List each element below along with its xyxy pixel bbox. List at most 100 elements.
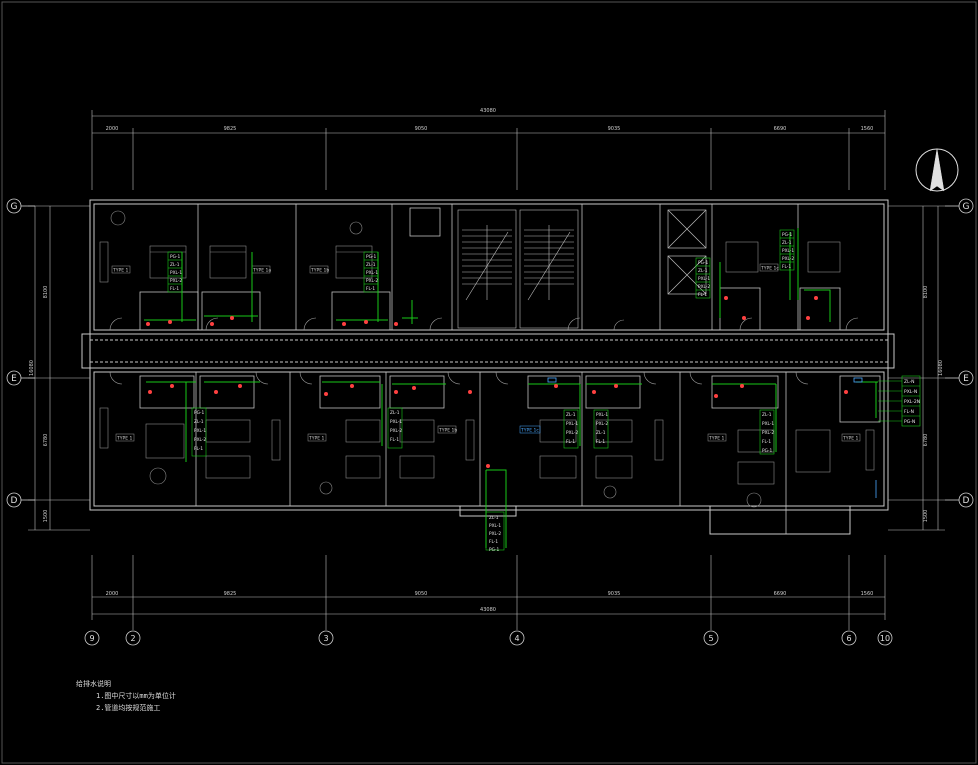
dim-bottom-seg: 2000 bbox=[106, 591, 119, 597]
notes-line: 1.图中尺寸以mm为单位计 bbox=[96, 692, 176, 700]
room-tag-upper: TYPE 1b bbox=[310, 268, 329, 274]
circuit-label: FL-1 bbox=[762, 439, 771, 445]
axis-label-g: G bbox=[11, 202, 18, 212]
circuit-label: PG-1 bbox=[194, 410, 204, 416]
room-tag-lower: TYPE 1c bbox=[520, 428, 539, 434]
bottom-segment-labels: 2000 9825 9050 9035 6690 1560 bbox=[106, 591, 874, 597]
axis-label-9: 9 bbox=[89, 634, 94, 643]
dim-right: 8100 bbox=[923, 286, 929, 299]
notes-title: 给排水说明 bbox=[76, 680, 111, 688]
row-axis-labels: G E D G E D bbox=[11, 202, 970, 506]
axis-label-6: 6 bbox=[846, 634, 851, 643]
dim-top-seg: 9825 bbox=[224, 126, 237, 132]
axis-label-d: D bbox=[11, 496, 18, 506]
circuit-label: PXL-1 bbox=[170, 270, 182, 276]
circuit-label: FL-1 bbox=[194, 446, 203, 452]
right-dimension-labels: 8100 16080 6780 1500 bbox=[923, 286, 944, 523]
circuit-label: ZL-1 bbox=[170, 262, 180, 268]
dim-bottom-seg: 9050 bbox=[415, 591, 428, 597]
circuit-label: PG-1 bbox=[366, 254, 376, 260]
room-tag-upper: TYPE 1a bbox=[252, 268, 271, 274]
circuit-label: PG-1 bbox=[782, 232, 792, 238]
circuit-label: FL-1 bbox=[782, 264, 791, 270]
riser-label: PXL-2N bbox=[904, 399, 920, 405]
axis-label-10: 10 bbox=[880, 634, 890, 643]
riser-label: FL-N bbox=[904, 409, 914, 415]
circuit-label: FL-1 bbox=[596, 439, 605, 445]
top-dimension-group bbox=[91, 110, 886, 190]
circuit-label: ZL-1 bbox=[762, 412, 772, 418]
circuit-label: PXL-1 bbox=[698, 276, 710, 282]
building-walls bbox=[81, 199, 895, 535]
accent-markers bbox=[547, 377, 877, 498]
room-tag-lower: TYPE 1 bbox=[308, 436, 324, 442]
circuit-label: PXL-1 bbox=[489, 523, 501, 529]
dim-top-seg: 9050 bbox=[415, 126, 428, 132]
axis-label-5: 5 bbox=[708, 634, 713, 643]
circuit-label: FL-1 bbox=[489, 539, 498, 545]
riser-label: ZL-N bbox=[904, 379, 915, 385]
dim-bottom-seg: 9035 bbox=[608, 591, 621, 597]
elevator-shafts bbox=[667, 209, 707, 295]
axis-label-d: D bbox=[963, 496, 970, 506]
circuit-label: FL-1 bbox=[698, 292, 707, 298]
dim-top-seg: 2000 bbox=[106, 126, 119, 132]
axis-label-e: E bbox=[11, 374, 17, 384]
room-tag-upper: TYPE 1 bbox=[112, 268, 128, 274]
axis-label-e: E bbox=[963, 374, 969, 384]
circuit-label: PXL-2 bbox=[566, 430, 578, 436]
circuit-label: FL-1 bbox=[390, 437, 399, 443]
room-tag-lower: TYPE 1 bbox=[842, 436, 858, 442]
dim-bottom-seg: 9825 bbox=[224, 591, 237, 597]
row-axis-bubbles bbox=[6, 198, 974, 508]
dim-left: 1500 bbox=[43, 510, 49, 523]
top-segment-labels: 2000 9825 9050 9035 6690 1560 bbox=[106, 126, 874, 132]
circuit-label: PXL-2 bbox=[596, 421, 608, 427]
side-dimension-lines bbox=[28, 205, 945, 531]
dim-left: 6780 bbox=[43, 434, 49, 447]
circuit-label: PG-1 bbox=[698, 260, 708, 266]
circuit-label: PXL-1 bbox=[566, 421, 578, 427]
circuit-label-stack-1 bbox=[167, 251, 183, 293]
circuit-label: PXL-1 bbox=[762, 421, 774, 427]
circuit-labels-2: PG-1 ZL-1 PXL-1 PXL-2 FL-1 bbox=[366, 254, 378, 292]
dim-right: 6780 bbox=[923, 434, 929, 447]
left-dimension-labels: 8100 16080 6780 1500 bbox=[29, 286, 49, 523]
circuit-label-stack-2 bbox=[363, 251, 379, 293]
circuit-label: PXL-2 bbox=[489, 531, 501, 537]
circuit-label: PXL-2 bbox=[170, 278, 182, 284]
circuit-label: ZL-1 bbox=[782, 240, 792, 246]
axis-label-2: 2 bbox=[130, 634, 135, 643]
circuit-label: PXL-2 bbox=[366, 278, 378, 284]
dim-bottom-seg: 1560 bbox=[861, 591, 874, 597]
circuit-label: PG-1 bbox=[762, 448, 772, 454]
door-swings bbox=[109, 317, 859, 385]
dim-left: 8100 bbox=[43, 286, 49, 299]
dimension-total-bottom: 43080 bbox=[480, 607, 496, 613]
circuit-label: ZL-1 bbox=[489, 515, 499, 521]
circuit-label-stack-3 bbox=[695, 229, 795, 299]
column-axis-bubbles bbox=[84, 630, 893, 646]
stair-core bbox=[457, 209, 579, 329]
axis-label-4: 4 bbox=[514, 634, 519, 643]
lower-partitions bbox=[139, 372, 881, 534]
fixture-points bbox=[146, 296, 848, 468]
bottom-dimension-group bbox=[91, 555, 886, 630]
circuit-label: ZL-1 bbox=[366, 262, 376, 268]
circuit-label: PG-1 bbox=[170, 254, 180, 260]
circuit-label: PXL-1 bbox=[390, 419, 402, 425]
circuit-label: FL-1 bbox=[170, 286, 179, 292]
dim-left: 16080 bbox=[29, 360, 35, 376]
circuit-label: ZL-1 bbox=[566, 412, 576, 418]
dim-top-seg: 9035 bbox=[608, 126, 621, 132]
dimension-total-top: 43080 bbox=[480, 108, 496, 114]
circuit-label: PXL-2 bbox=[390, 428, 402, 434]
room-type-tags: TYPE 1 TYPE 1a TYPE 1b TYPE 1c TYPE 1 TY… bbox=[111, 263, 861, 442]
circuit-labels-3: PG-1 ZL-1 PXL-1 PXL-2 FL-1 PG-1 ZL-1 PXL… bbox=[698, 232, 794, 298]
riser-legend-box bbox=[878, 375, 921, 427]
axis-label-g: G bbox=[963, 202, 970, 212]
drawing-notes: 给排水说明 1.图中尺寸以mm为单位计 2.管道均按规范施工 bbox=[76, 678, 176, 714]
room-tag-lower: TYPE 1 bbox=[116, 436, 132, 442]
dim-right: 16080 bbox=[938, 360, 944, 376]
